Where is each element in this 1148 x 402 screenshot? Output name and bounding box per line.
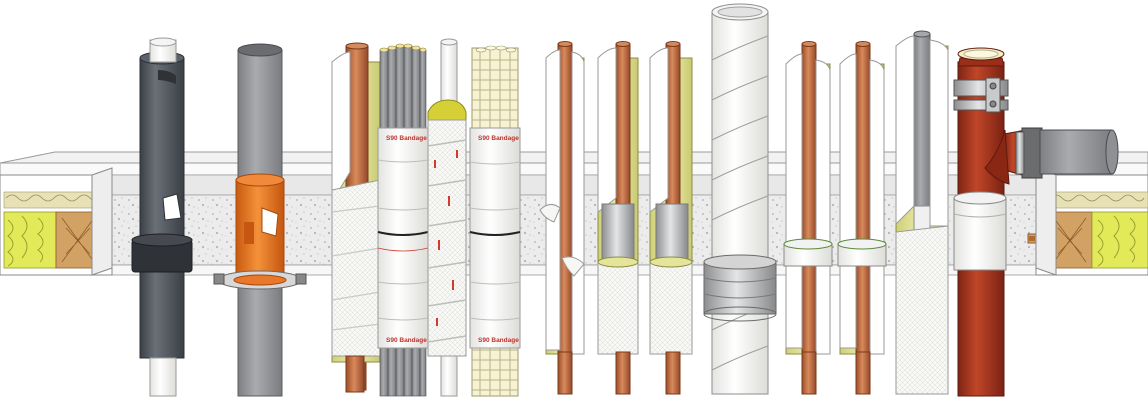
pipe-4-tube-bundle-bandage: S90 Bandage S90 Bandage: [377, 43, 429, 397]
pipe-7-copper-insulated: [539, 41, 585, 395]
grey-branch-pipe: [1039, 129, 1113, 175]
s90-bandage-label-1-top: S90 Bandage: [386, 135, 427, 142]
pipe-13-steel-thick-insulation: [895, 30, 949, 395]
s90-bandage-label-1-bottom: S90 Bandage: [386, 337, 427, 344]
right-wall-section: [1027, 167, 1148, 276]
pipe-1-dark-insulated: [131, 37, 193, 397]
pipe-2-grey-with-orange-collar: [213, 43, 307, 397]
s90-bandage-label-2-top: S90 Bandage: [478, 135, 519, 142]
pipe-11-copper-insulated: [783, 41, 833, 395]
white-sleeve: [953, 197, 1007, 271]
pipe-12-copper-insulated: [837, 41, 887, 395]
pipe-8-copper-insulated-split: [597, 41, 639, 395]
left-wall-section: [0, 167, 113, 276]
s90-bandage-label-2-bottom: S90 Bandage: [478, 337, 519, 344]
pipe-9-copper-insulated-split: [649, 41, 693, 395]
pipe-14-cast-iron-with-branch: [953, 47, 1119, 397]
pipe-3-copper-wrapped: [331, 42, 381, 393]
metal-sleeve: [703, 261, 777, 315]
pipe-10-spiral-duct: [703, 3, 777, 395]
pipe-5-plastic-with-tape-wrap: [427, 38, 467, 397]
pipe-6-ribbed-bundle-bandage: S90 Bandage S90 Bandage: [469, 45, 521, 397]
